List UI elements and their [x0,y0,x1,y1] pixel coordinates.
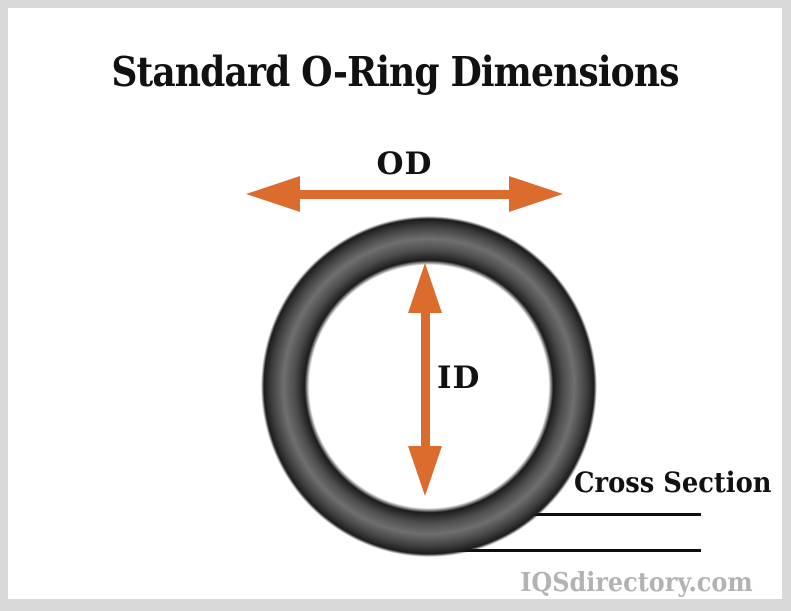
arrow-down-head-icon [408,446,442,496]
cross-section-leader-line-lower [454,549,701,552]
page-title: Standard O-Ring Dimensions [111,48,679,96]
arrow-shaft [420,309,430,450]
arrow-shaft [288,190,521,199]
cross-section-label: Cross Section [574,466,772,499]
od-double-arrow-icon [246,176,563,212]
arrow-up-head-icon [408,263,442,313]
id-dimension-label: ID [437,360,481,396]
od-dimension-label: OD [376,146,433,182]
diagram-paper: Standard O-Ring Dimensions OD ID Cross S… [8,8,782,599]
watermark-text: IQSdirectory.com [520,568,753,598]
cross-section-leader-line-upper [528,513,701,516]
arrow-right-head-icon [509,176,563,212]
id-double-arrow-icon [408,263,442,496]
